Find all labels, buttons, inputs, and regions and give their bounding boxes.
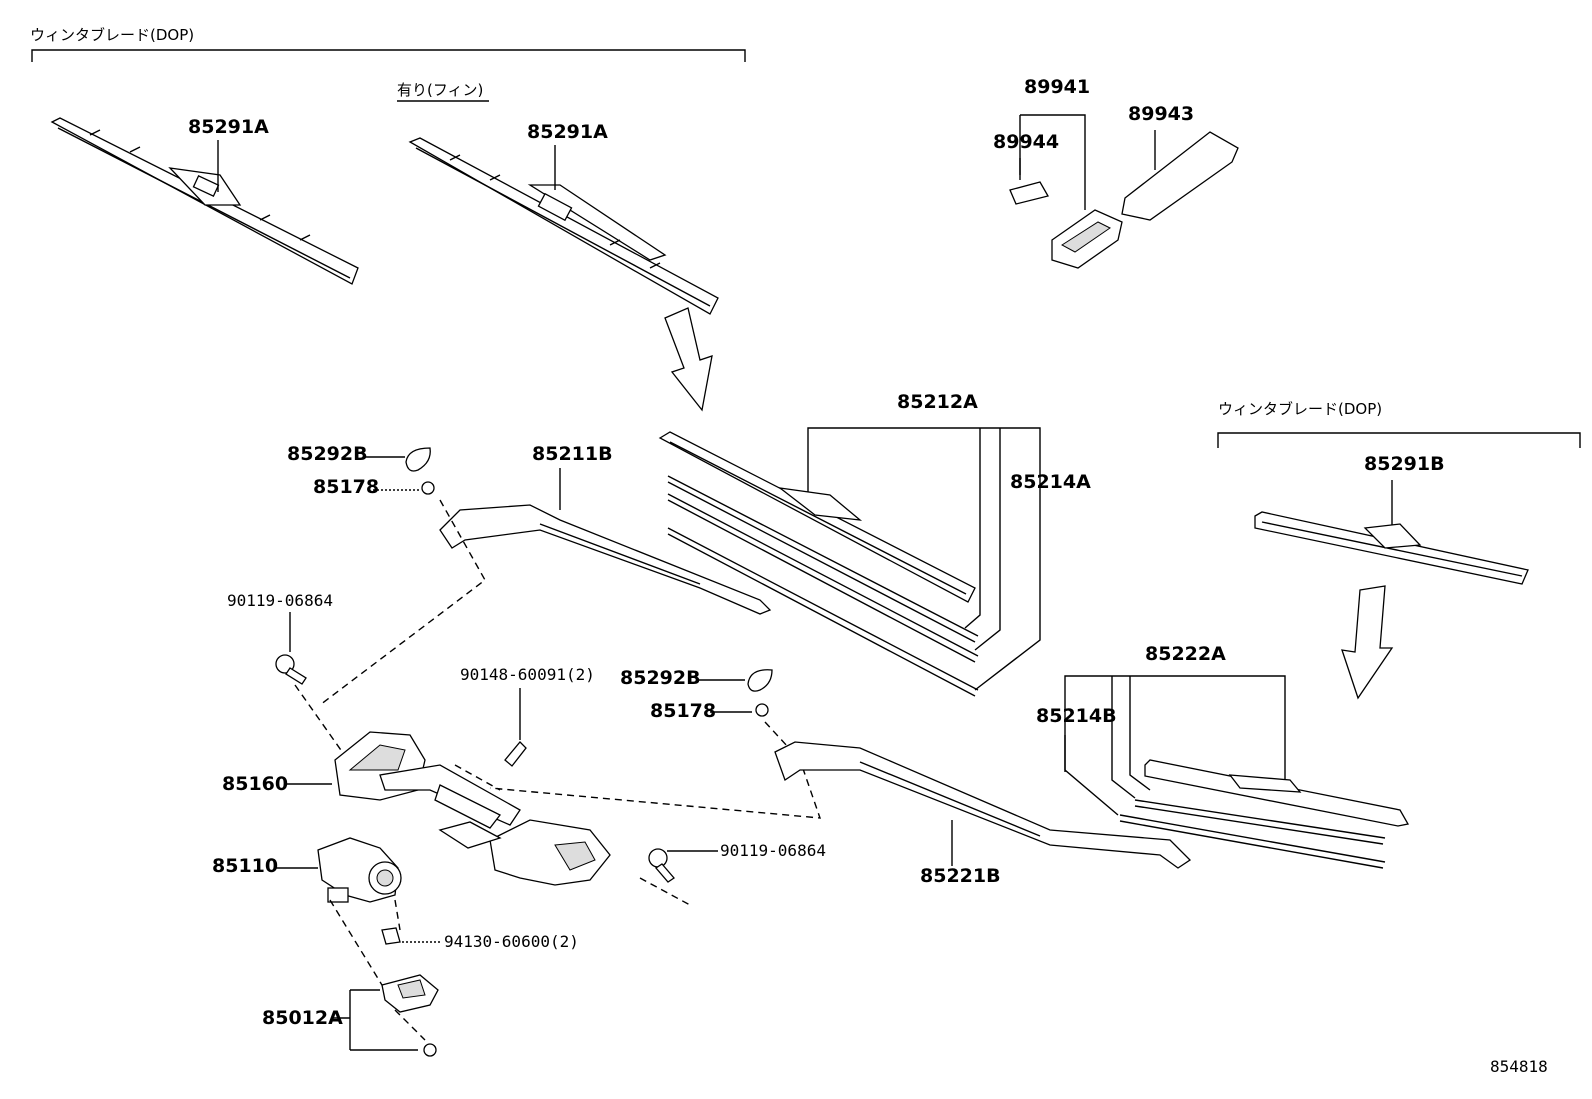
wiper-blade-85291A-fin — [408, 137, 719, 315]
label-85178-upper: 85178 — [313, 476, 379, 498]
label-85292B-lower: 85292B — [620, 667, 701, 689]
group-bracket-rear — [1217, 432, 1581, 448]
wiper-blade-85291A-left — [50, 117, 359, 285]
label-85291B: 85291B — [1364, 453, 1445, 475]
strip-3 — [667, 527, 979, 697]
label-85012A: 85012A — [262, 1007, 343, 1029]
strip-1 — [667, 475, 979, 643]
group-label-winter-blade-rear: ウィンタブレード(DOP) — [1218, 400, 1382, 418]
label-90119-upper: 90119-06864 — [227, 591, 333, 610]
label-85214B: 85214B — [1036, 705, 1117, 727]
part-85012A-screw — [423, 1043, 437, 1057]
label-85292B-upper: 85292B — [287, 443, 368, 465]
leader-85212A-2 — [964, 428, 981, 629]
label-89943: 89943 — [1128, 103, 1194, 125]
label-89941: 89941 — [1024, 76, 1090, 98]
leader-89941 — [1020, 114, 1086, 210]
dash-85012A — [394, 1009, 426, 1041]
part-90119-bolt-upper — [275, 654, 307, 685]
group-bracket-front — [31, 49, 746, 62]
label-85221B: 85221B — [920, 865, 1001, 887]
dash-arm-to-linkage — [319, 499, 486, 706]
wiper-rubber-85222A — [1144, 759, 1410, 827]
dash-motor-down — [329, 899, 386, 991]
part-90119-bolt-lower — [648, 848, 675, 883]
label-85178-lower: 85178 — [650, 700, 716, 722]
leader-85222A — [1064, 675, 1286, 785]
part-85292B-cap-upper — [405, 447, 431, 472]
part-85292B-cap-lower — [747, 669, 773, 692]
label-85222A: 85222A — [1145, 643, 1226, 665]
label-85291A-fin: 85291A — [527, 121, 608, 143]
dash-lower-arm — [489, 721, 822, 819]
label-90119-lower: 90119-06864 — [720, 841, 826, 860]
part-94130-nut — [381, 927, 401, 945]
dash-motor-nut — [394, 899, 401, 931]
wiper-arm-85211B — [439, 504, 772, 615]
dash-bolt-lower — [639, 877, 691, 906]
leader-85214B — [1064, 735, 1119, 816]
label-90148: 90148-60091(2) — [460, 665, 595, 684]
arrow-down-front — [664, 307, 713, 412]
label-94130: 94130-60600(2) — [444, 932, 579, 951]
part-90148-bolt — [504, 741, 527, 767]
part-89944-pad — [1009, 181, 1049, 205]
leader-85212A — [807, 427, 1041, 691]
label-85160: 85160 — [222, 773, 288, 795]
label-85291A-left: 85291A — [188, 116, 269, 138]
rear-strip-1 — [1134, 799, 1386, 845]
label-85211B: 85211B — [532, 443, 613, 465]
label-89944: 89944 — [993, 131, 1059, 153]
part-89941-clip — [1051, 209, 1123, 269]
part-85178-nut-lower — [755, 703, 769, 717]
leader-85012A — [332, 989, 418, 1051]
label-85212A: 85212A — [897, 391, 978, 413]
label-85110: 85110 — [212, 855, 278, 877]
leader-85222A-2 — [1111, 676, 1136, 799]
part-89943-cover — [1121, 131, 1239, 221]
part-85012A-bracket — [381, 974, 439, 1013]
part-85178-nut-upper — [421, 481, 435, 495]
rear-strip-2 — [1119, 814, 1386, 869]
wiper-arm-85221B — [774, 741, 1192, 869]
part-85110-motor — [317, 837, 402, 903]
wiper-rubber-85212A — [658, 431, 976, 603]
label-85214A: 85214A — [1010, 471, 1091, 493]
arrow-down-rear — [1341, 585, 1394, 700]
group-label-winter-blade-front: ウィンタブレード(DOP) — [30, 26, 194, 44]
strip-2 — [667, 493, 979, 663]
part-85160-linkage — [334, 731, 611, 886]
group-label-with-fin: 有り(フィン) — [397, 81, 483, 99]
wiper-blade-85291B — [1254, 511, 1529, 585]
leader-85214A — [974, 428, 1001, 651]
figure-id: 854818 — [1490, 1057, 1548, 1076]
leader-85222A-3 — [1129, 676, 1151, 791]
dash-linkage — [454, 764, 501, 791]
